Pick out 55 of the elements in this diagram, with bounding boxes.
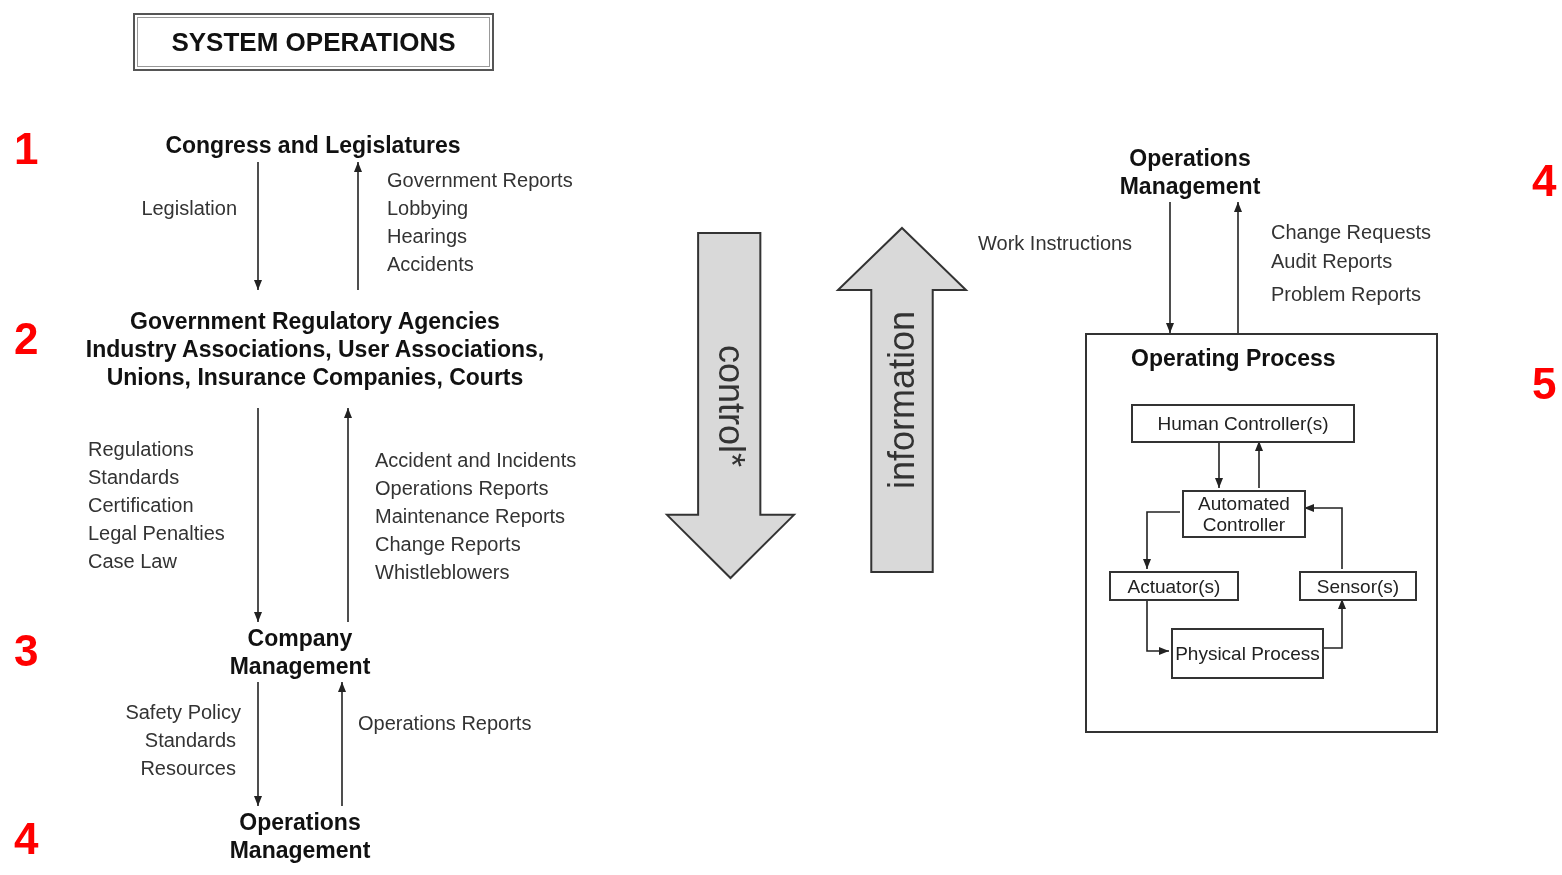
level-number: 4	[1532, 156, 1557, 206]
flow-label: Accidents	[387, 252, 474, 276]
flow-label: Legal Penalties	[88, 521, 225, 545]
entity-label: Congress and Legislatures	[113, 128, 513, 162]
frame-heading: Operating Process	[1131, 345, 1336, 372]
entity-label: Operations Management	[205, 806, 395, 866]
flow-label: Operations Reports	[375, 476, 549, 500]
flow-label: Resources	[140, 756, 236, 780]
level-number: 5	[1532, 359, 1557, 409]
flow-label: Accident and Incidents	[375, 448, 577, 472]
arrow	[254, 681, 262, 807]
flow-label: Certification	[88, 493, 194, 517]
block-arrow	[667, 233, 794, 578]
entity-label: Operations Management	[1095, 142, 1285, 202]
entity-label: Company Management	[205, 622, 395, 682]
arrow-label: control*	[709, 344, 752, 467]
flow-label: Work Instructions	[978, 231, 1133, 255]
component-box: Automated Controller	[1182, 490, 1306, 538]
flow-label: Hearings	[387, 224, 468, 248]
flow-label: Standards	[144, 728, 236, 752]
arrow	[344, 407, 352, 623]
flow-label: Legislation	[141, 196, 237, 220]
arrow	[338, 681, 346, 807]
component-box: Sensor(s)	[1299, 571, 1417, 601]
flow-label: Lobbying	[387, 196, 469, 220]
process-frame	[1085, 333, 1438, 733]
component-box: Human Controller(s)	[1131, 404, 1355, 443]
flow-label: Regulations	[88, 437, 194, 461]
level-number: 2	[14, 314, 39, 364]
flow-label: Standards	[88, 465, 180, 489]
title-box: SYSTEM OPERATIONS	[133, 13, 494, 71]
flow-label: Maintenance Reports	[375, 504, 566, 528]
flow-label: Problem Reports	[1271, 282, 1422, 306]
block-arrow	[838, 228, 966, 572]
flow-label: Audit Reports	[1271, 249, 1393, 273]
entity-label: Government Regulatory Agencies Industry Associations, User Associations, Unions, Insurance Companies, Courts	[85, 290, 545, 408]
flow-label: Safety Policy	[125, 700, 241, 724]
arrow	[1234, 201, 1242, 334]
flow-label: Case Law	[88, 549, 177, 573]
component-box: Physical Process	[1171, 628, 1324, 679]
arrow	[254, 161, 262, 291]
arrow	[254, 407, 262, 623]
level-number: 4	[14, 814, 39, 864]
arrow	[1166, 201, 1174, 334]
flow-label: Change Reports	[375, 532, 521, 556]
level-number: 3	[14, 626, 39, 676]
flow-label: Operations Reports	[358, 711, 532, 735]
component-box: Actuator(s)	[1109, 571, 1239, 601]
flow-label: Government Reports	[387, 168, 573, 192]
flow-label: Change Requests	[1271, 220, 1432, 244]
arrow	[1143, 511, 1181, 570]
flow-label: Whistleblowers	[375, 560, 510, 584]
arrow	[354, 161, 362, 291]
arrow-label: information	[881, 310, 923, 490]
level-number: 1	[14, 124, 39, 174]
